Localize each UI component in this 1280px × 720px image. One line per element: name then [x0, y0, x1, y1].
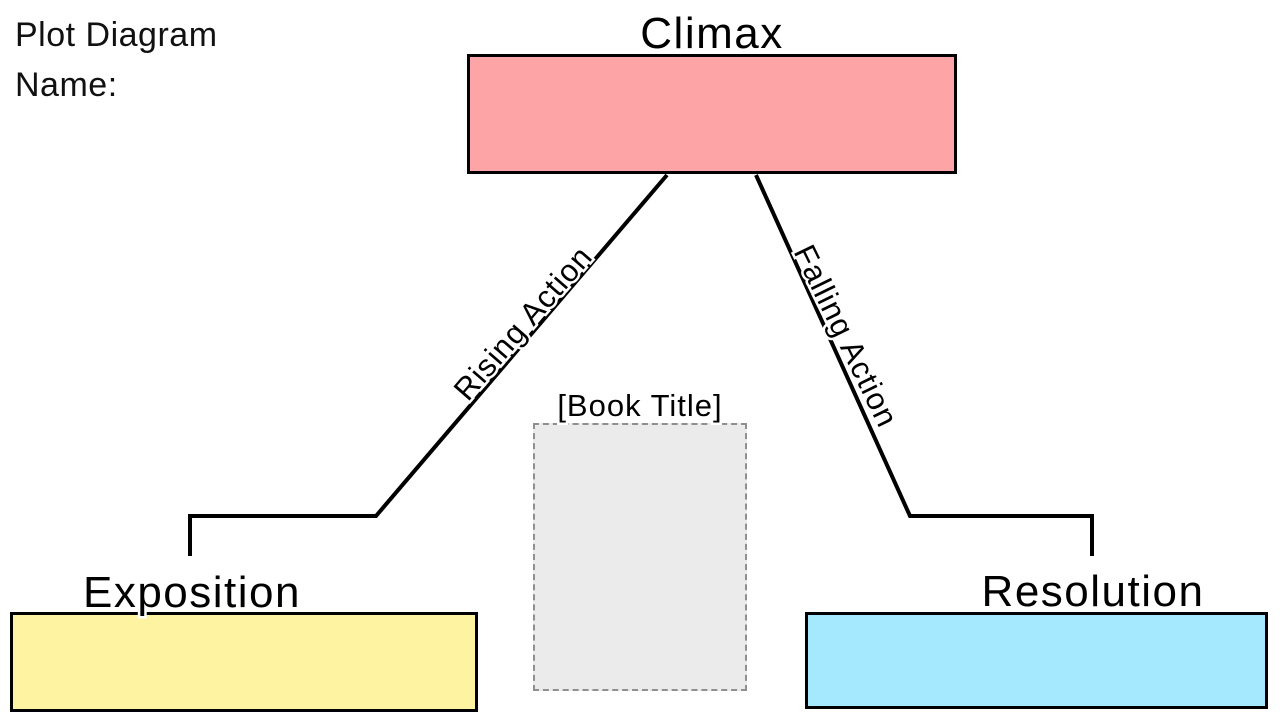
- rising-action-label: Rising Action: [447, 239, 600, 407]
- name-field-label: Name:: [15, 66, 118, 104]
- page-title: Plot Diagram: [15, 16, 218, 54]
- exposition-label: Exposition: [83, 568, 301, 617]
- climax-box[interactable]: [467, 54, 957, 174]
- climax-label: Climax: [640, 9, 783, 58]
- book-title-placeholder-box[interactable]: [533, 423, 747, 691]
- falling-action-label: Falling Action: [787, 239, 905, 433]
- resolution-label: Resolution: [982, 567, 1205, 616]
- exposition-box[interactable]: [10, 612, 478, 712]
- page-header: Plot Diagram Name:: [15, 10, 218, 110]
- book-title-label: [Book Title]: [557, 388, 722, 423]
- falling-action-connector-line: [754, 174, 1094, 556]
- resolution-box[interactable]: [805, 612, 1268, 709]
